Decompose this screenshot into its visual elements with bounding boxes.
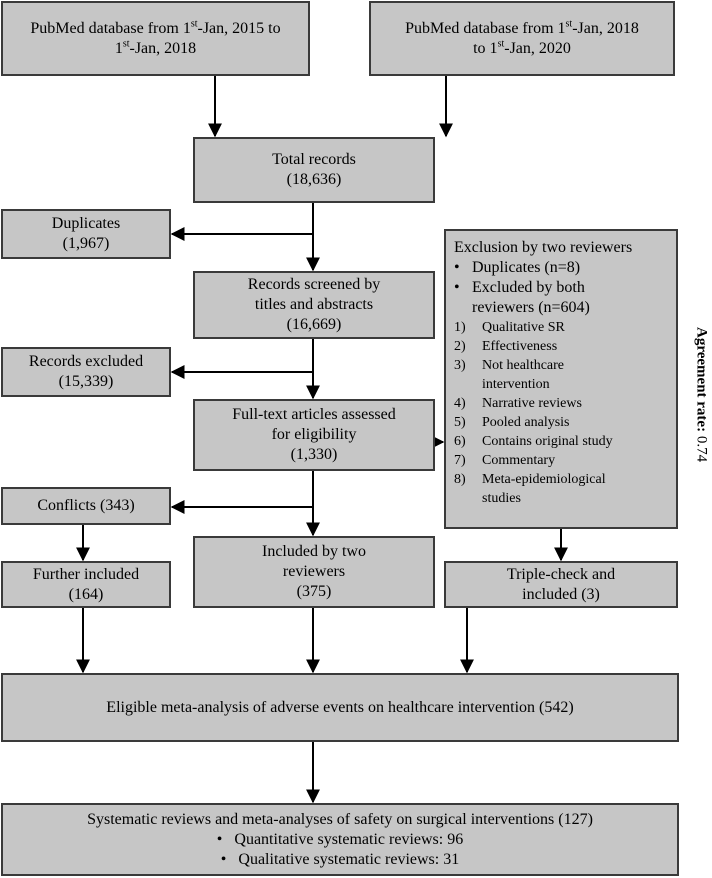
triple-check-box: Triple-check and included (3) xyxy=(444,561,678,608)
pubmed-2015-box: PubMed database from 1st-Jan, 2015 to 1s… xyxy=(1,1,310,76)
reason-text: Not healthcare xyxy=(482,358,565,373)
pubmed-2018-text-2: -Jan, 2018 xyxy=(572,19,639,37)
duplicates-box: Duplicates (1,967) xyxy=(1,209,171,259)
eligible-meta-analysis-box: Eligible meta-analysis of adverse events… xyxy=(1,673,679,742)
ordinal-suffix: st xyxy=(497,38,505,50)
reason-text: Meta-epidemiological xyxy=(482,472,606,487)
eligible-label: Eligible meta-analysis of adverse events… xyxy=(106,698,574,716)
bullet-icon: • xyxy=(220,850,227,868)
reason-text: Qualitative SR xyxy=(482,320,565,335)
reason-number: 7) xyxy=(454,453,466,468)
exclusion-bullet: reviewers (n=604) xyxy=(454,298,590,318)
reason-number: 3) xyxy=(454,358,466,373)
bullet-icon: • xyxy=(216,830,223,848)
final-bullet: • Quantitative systematic reviews: 96 xyxy=(217,830,463,850)
conflicts-box: Conflicts (343) xyxy=(1,487,171,525)
reason-number: 1) xyxy=(454,320,466,335)
reason-text: Effectiveness xyxy=(482,339,558,354)
pubmed-2018-text-1: PubMed database from 1 xyxy=(405,19,566,37)
agreement-rate-label: Agreement rate: xyxy=(693,327,710,433)
pubmed-2015-text-3: 1 xyxy=(114,39,123,57)
screened-line-1: Records screened by xyxy=(247,276,381,293)
fulltext-count: (1,330) xyxy=(290,446,338,463)
reason-number: 6) xyxy=(454,434,466,449)
exclusion-title: Exclusion by two reviewers xyxy=(454,239,633,256)
exclusion-reason: 1) Qualitative SR xyxy=(454,318,565,337)
further-included-label: Further included xyxy=(32,565,140,583)
exclusion-reason: 6) Contains original study xyxy=(454,432,613,451)
further-included-count: (164) xyxy=(68,585,104,603)
duplicates-count: (1,967) xyxy=(62,235,110,252)
reason-number: 8) xyxy=(454,472,466,487)
bullet-icon: • xyxy=(454,259,460,276)
excluded-label: Records excluded xyxy=(28,353,144,370)
exclusion-reason: intervention xyxy=(454,375,550,394)
exclusion-reason: studies xyxy=(454,489,521,508)
reason-number: 4) xyxy=(454,396,466,411)
reason-number: 2) xyxy=(454,339,466,354)
bullet-icon: • xyxy=(454,279,460,296)
agreement-rate-note: Agreement rate: 0.74 xyxy=(688,300,712,490)
pubmed-2018-text-3: to 1 xyxy=(473,39,498,57)
pubmed-2015-text-4: -Jan, 2018 xyxy=(129,39,197,57)
total-records-box: Total records (18,636) xyxy=(193,137,435,203)
reason-text: Commentary xyxy=(482,453,556,468)
pubmed-2018-text-4: -Jan, 2020 xyxy=(504,39,571,57)
included-line-2: reviewers xyxy=(282,563,346,580)
total-records-label: Total records xyxy=(272,151,356,168)
included-line-1: Included by two xyxy=(262,543,366,560)
screened-count: (16,669) xyxy=(286,316,342,333)
exclusion-bullet: • Duplicates (n=8) xyxy=(454,258,580,278)
exclusion-reason: 2) Effectiveness xyxy=(454,337,557,356)
fulltext-line-2: for eligibility xyxy=(271,426,357,443)
fulltext-assessed-box: Full-text articles assessed for eligibil… xyxy=(193,399,435,471)
exclusion-bullet: • Excluded by both xyxy=(454,278,585,298)
reason-number: 5) xyxy=(454,415,466,430)
exclusion-reason: 3) Not healthcare xyxy=(454,356,564,375)
exclusion-reason: 5) Pooled analysis xyxy=(454,413,570,432)
records-excluded-box: Records excluded (15,339) xyxy=(1,347,171,397)
duplicates-label: Duplicates xyxy=(51,215,121,232)
conflicts-label: Conflicts (343) xyxy=(37,497,135,514)
exclusion-bullet-text: reviewers (n=604) xyxy=(472,299,590,316)
records-screened-box: Records screened by titles and abstracts… xyxy=(193,271,435,339)
included-two-reviewers-box: Included by two reviewers (375) xyxy=(193,536,435,608)
excluded-count: (15,339) xyxy=(58,373,114,390)
included-count: (375) xyxy=(296,583,332,600)
exclusion-bullet-text: Duplicates (n=8) xyxy=(472,259,581,276)
exclusion-bullet-text: Excluded by both xyxy=(472,279,585,296)
final-bullet-text: Qualitative systematic reviews: 31 xyxy=(238,850,460,868)
fulltext-line-1: Full-text articles assessed xyxy=(232,406,396,423)
triple-line-2: included (3) xyxy=(522,585,600,603)
exclusion-reviewers-box: Exclusion by two reviewers • Duplicates (… xyxy=(444,229,678,529)
final-bullet-text: Quantitative systematic reviews: 96 xyxy=(234,830,464,848)
further-included-box: Further included (164) xyxy=(1,561,171,608)
reason-text: Pooled analysis xyxy=(482,415,570,430)
agreement-rate-value: 0.74 xyxy=(693,436,710,463)
triple-line-1: Triple-check and xyxy=(506,565,616,583)
reason-text: studies xyxy=(482,491,521,506)
exclusion-reason: 8) Meta-epidemiological xyxy=(454,470,606,489)
exclusion-reason: 4) Narrative reviews xyxy=(454,394,582,413)
final-bullet: • Qualitative systematic reviews: 31 xyxy=(221,850,459,870)
ordinal-suffix: st xyxy=(122,38,130,50)
pubmed-2015-text-2: -Jan, 2015 to xyxy=(197,19,281,37)
ordinal-suffix: st xyxy=(565,18,573,30)
reason-text: Contains original study xyxy=(482,434,613,449)
pubmed-2015-text-1: PubMed database from 1 xyxy=(30,19,191,37)
reason-text: Narrative reviews xyxy=(482,396,582,411)
pubmed-2018-box: PubMed database from 1st-Jan, 2018 to 1s… xyxy=(369,1,675,76)
final-surgical-box: Systematic reviews and meta-analyses of … xyxy=(1,803,679,876)
reason-text: intervention xyxy=(482,377,550,392)
ordinal-suffix: st xyxy=(190,18,198,30)
exclusion-reason: 7) Commentary xyxy=(454,451,555,470)
final-label: Systematic reviews and meta-analyses of … xyxy=(87,810,593,828)
total-records-count: (18,636) xyxy=(286,171,342,188)
screened-line-2: titles and abstracts xyxy=(254,296,374,313)
